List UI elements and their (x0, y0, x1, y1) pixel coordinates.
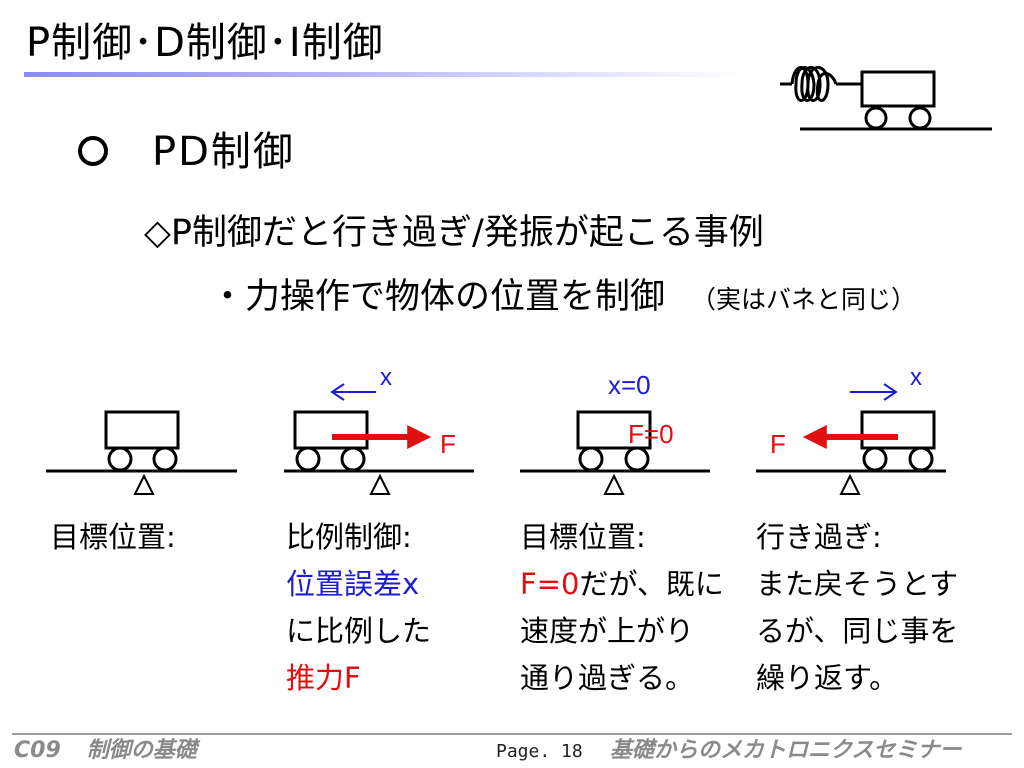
caption-line: 通り過ぎる。 (520, 661, 695, 695)
caption-line-rest: だが、既に (579, 567, 724, 601)
spring-cart-illustration (780, 66, 992, 131)
heading-circle-icon (78, 136, 108, 166)
caption-force-zero: F=0 (520, 567, 580, 601)
panel-4-cart (756, 410, 946, 495)
panel-2-force-label: F (440, 429, 456, 459)
caption-line: 速度が上がり (520, 614, 695, 648)
panel-2-cart (284, 410, 474, 495)
footer-subject: 制御の基礎 (86, 738, 197, 763)
caption-line: に比例した (286, 614, 432, 648)
panel-2-caption: 比例制御: 位置誤差x に比例した 推力F (286, 514, 431, 702)
bullet-point: ・力操作で物体の位置を制御 （実はバネと同じ） (210, 274, 916, 323)
sub-heading: ◇P制御だと行き過ぎ/発振が起こる事例 (144, 213, 764, 253)
caption-line: また戻そうとす (756, 567, 959, 601)
page-number: Page. 18 (496, 741, 583, 762)
panel-3-position-label: x=0 (608, 370, 651, 400)
panel-3-caption: 目標位置: F=0だが、既に 速度が上がり 通り過ぎる。 (520, 514, 724, 702)
footer-series: 基礎からのメカトロニクスセミナー (610, 738, 962, 763)
caption-line: 目標位置: (520, 520, 646, 554)
footer-divider (12, 733, 1012, 735)
caption-line: F=0だが、既に (520, 561, 724, 608)
slide-title: P制御･D制御･I制御 (26, 20, 384, 66)
caption-line: るが、同じ事を (756, 614, 959, 648)
bullet-text: ・力操作で物体の位置を制御 (210, 277, 666, 317)
caption-line: 目標位置: (50, 520, 176, 554)
panel-4-x-label: x (910, 364, 922, 391)
caption-line-position-error: 位置誤差x (286, 567, 420, 601)
panel-2-x-arrow (330, 383, 376, 401)
cart-diagram: x F x=0 F=0 x F (46, 364, 946, 495)
panel-3-cart (520, 410, 710, 495)
heading: PD制御 (152, 129, 295, 175)
panel-3-force-label: F=0 (628, 419, 674, 449)
panel-4-caption: 行き過ぎ: また戻そうとす るが、同じ事を 繰り返す。 (756, 514, 958, 702)
title-underline (24, 72, 744, 77)
panel-4-x-arrow (850, 383, 898, 401)
caption-line-thrust: 推力F (286, 661, 361, 695)
caption-line: 比例制御: (286, 520, 412, 554)
bullet-aside: （実はバネと同じ） (691, 285, 917, 314)
caption-line: 行き過ぎ: (756, 520, 882, 554)
panel-2-x-label: x (380, 364, 392, 391)
footer-course: C09 制御の基礎 (14, 737, 197, 765)
panel-1-cart (46, 410, 237, 495)
panel-4-force-label: F (770, 429, 786, 459)
caption-line: 繰り返す。 (756, 661, 899, 695)
footer-code: C09 (14, 738, 61, 763)
panel-1-caption: 目標位置: (50, 514, 176, 561)
